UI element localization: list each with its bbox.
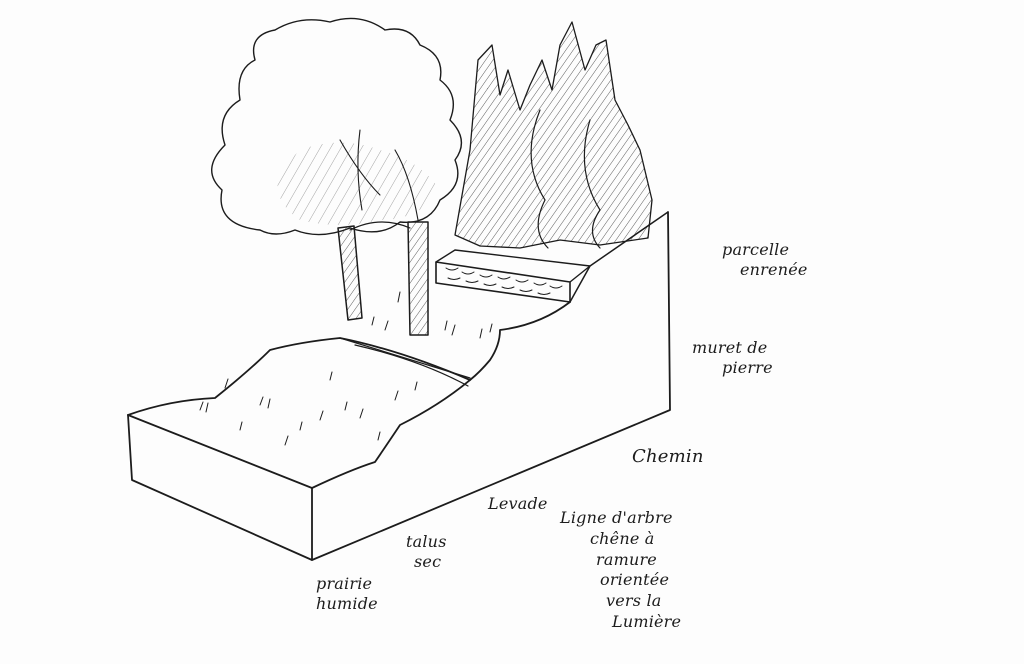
grass-texture [199,291,493,446]
oak-trunks [337,221,429,336]
label-ligne-line3: ramure [596,549,657,569]
label-parcelle-line1: parcelle [722,240,790,259]
label-ligne-arbre: Ligne d'arbre chêne à ramure orientée ve… [560,508,681,633]
label-ligne-line6: Lumière [612,611,682,631]
label-talus: talus sec [406,532,447,572]
label-parcelle-line2: enrenée [740,260,808,279]
label-ligne-line1: Ligne d'arbre [560,508,673,527]
label-talus-line2: sec [414,552,442,571]
label-talus-line1: talus [406,532,447,551]
label-muret: muret de pierre [692,338,773,378]
label-ligne-line4: orientée [600,570,670,590]
label-parcelle: parcelle enrenée [722,240,808,280]
terrain-block [127,211,671,561]
conifer-trees [454,21,653,249]
label-prairie-line2: humide [316,594,378,613]
label-chemin-text: Chemin [632,446,704,467]
label-chemin: Chemin [632,446,704,469]
label-muret-line1: muret de [692,338,768,357]
label-ligne-line2: chêne à [590,528,655,548]
stone-wall [435,249,591,303]
label-levade-text: Levade [488,494,548,513]
label-ligne-line5: vers la [606,591,662,611]
label-muret-line2: pierre [722,358,773,377]
label-prairie-line1: prairie [316,574,373,593]
label-prairie: prairie humide [316,574,378,614]
label-levade: Levade [488,494,548,514]
oak-canopy [211,17,463,236]
